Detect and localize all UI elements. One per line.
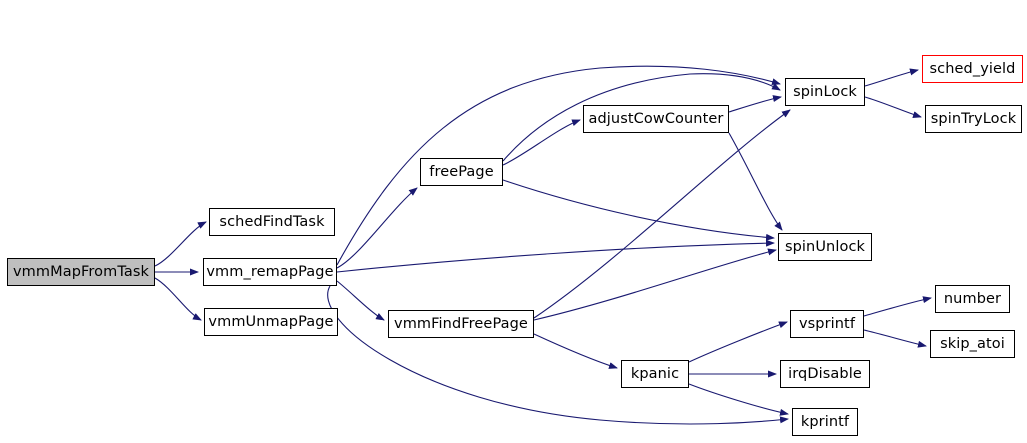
node-label: kprintf — [800, 413, 850, 430]
node-label: schedFindTask — [219, 213, 325, 230]
edge-kpanic-to-kprintf — [688, 383, 789, 416]
node-label: spinTryLock — [930, 110, 1017, 127]
edge-vmmFindFreePage-to-spinLock — [533, 109, 791, 319]
node-vmm_remapPage[interactable]: vmm_remapPage — [203, 258, 337, 286]
node-spinLock[interactable]: spinLock — [785, 78, 865, 106]
edge-vmmFindFreePage-to-kpanic — [533, 333, 618, 369]
node-spinTryLock[interactable]: spinTryLock — [925, 105, 1022, 133]
node-vmmMapFromTask[interactable]: vmmMapFromTask — [7, 258, 155, 286]
node-kpanic[interactable]: kpanic — [621, 360, 689, 388]
node-label: vsprintf — [798, 315, 856, 332]
node-spinUnlock[interactable]: spinUnlock — [778, 233, 872, 261]
node-label: irqDisable — [788, 365, 862, 382]
node-label: skip_atoi — [940, 335, 1005, 352]
edge-vmm_remapPage-to-freePage — [336, 187, 418, 269]
edge-vmm_remapPage-to-vmmFindFreePage — [336, 280, 385, 321]
node-label: number — [943, 290, 1002, 307]
node-label: vmmMapFromTask — [12, 263, 150, 280]
edge-vmm_remapPage-to-kprintf — [327, 285, 789, 425]
edge-vmm_remapPage-to-spinUnlock — [336, 239, 775, 273]
node-label: freePage — [429, 163, 494, 180]
edge-adjustCowCounter-to-spinLock — [728, 95, 782, 113]
node-label: vmmUnmapPage — [208, 313, 334, 330]
edge-vsprintf-to-number — [863, 296, 932, 317]
edge-vmmMapFromTask-to-vmmUnmapPage — [154, 277, 202, 321]
edge-vmmMapFromTask-to-schedFindTask — [154, 221, 207, 267]
edge-kpanic-to-vsprintf — [688, 321, 788, 363]
edge-vsprintf-to-skip_atoi — [863, 329, 927, 348]
node-number[interactable]: number — [935, 285, 1010, 313]
node-schedFindTask[interactable]: schedFindTask — [209, 208, 335, 236]
node-label: sched_yield — [929, 60, 1016, 77]
node-sched_yield[interactable]: sched_yield — [922, 55, 1023, 83]
edge-freePage-to-adjustCowCounter — [502, 119, 581, 166]
node-irqDisable[interactable]: irqDisable — [780, 360, 870, 388]
node-label: kpanic — [630, 365, 680, 382]
node-label: adjustCowCounter — [588, 110, 724, 127]
edge-spinLock-to-spinTryLock — [864, 96, 922, 118]
node-kprintf[interactable]: kprintf — [792, 408, 858, 436]
edge-vmm_remapPage-to-spinLock — [336, 65, 781, 266]
node-label: spinUnlock — [784, 238, 866, 255]
edge-vmmFindFreePage-to-spinUnlock — [533, 248, 777, 321]
node-vmmUnmapPage[interactable]: vmmUnmapPage — [204, 308, 338, 336]
node-vmmFindFreePage[interactable]: vmmFindFreePage — [388, 310, 534, 338]
node-skip_atoi[interactable]: skip_atoi — [930, 330, 1015, 358]
node-vsprintf[interactable]: vsprintf — [790, 310, 864, 338]
node-freePage[interactable]: freePage — [420, 158, 503, 186]
edge-freePage-to-spinUnlock — [502, 179, 775, 241]
node-label: vmmFindFreePage — [394, 315, 528, 332]
node-adjustCowCounter[interactable]: adjustCowCounter — [583, 105, 729, 133]
edge-spinLock-to-sched_yield — [864, 68, 919, 87]
node-label: spinLock — [793, 83, 857, 100]
edge-adjustCowCounter-to-spinUnlock — [728, 132, 783, 231]
node-label: vmm_remapPage — [206, 263, 334, 280]
